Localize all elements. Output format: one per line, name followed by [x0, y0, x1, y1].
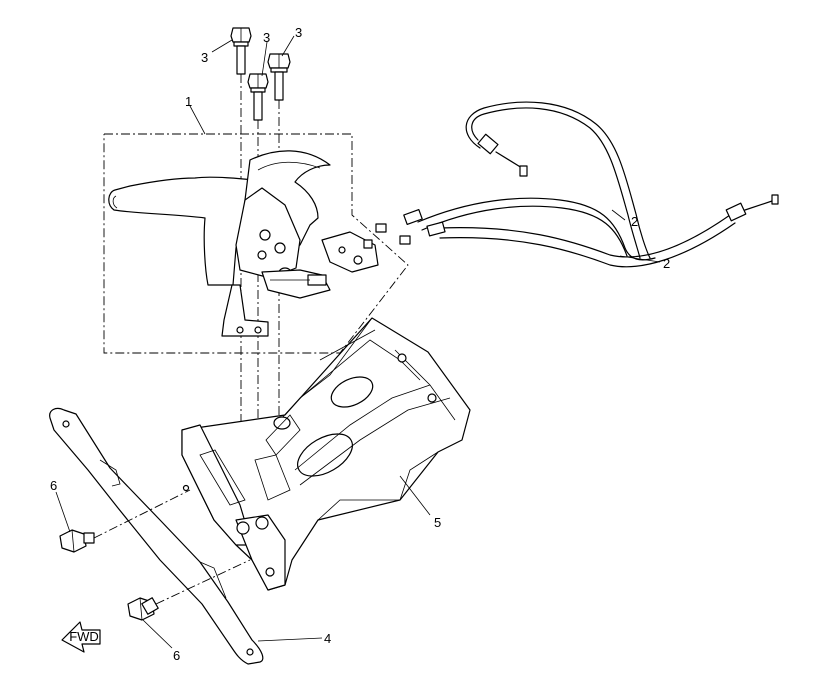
callout-6-upper: 6: [50, 478, 57, 493]
callout-1: 1: [185, 94, 192, 109]
fastener-center-line-upper: [93, 489, 191, 539]
fwd-label: FWD: [69, 629, 99, 644]
callout-3-right: 3: [295, 25, 302, 40]
bolt-left: [230, 27, 252, 75]
bolt-center: [247, 73, 269, 121]
callout-4: 4: [324, 631, 331, 646]
forward-direction-arrow: FWD: [61, 621, 101, 653]
bolt-right: [267, 53, 291, 101]
brake-cables: [375, 101, 779, 268]
callout-2-lower: 2: [663, 256, 670, 271]
callout-6-lower: 6: [173, 648, 180, 663]
mounting-bracket: [181, 317, 471, 591]
fastener-center-line-lower: [155, 559, 251, 605]
callout-5: 5: [434, 515, 441, 530]
callout-2-upper: 2: [631, 214, 638, 229]
flange-nut-upper: [59, 529, 95, 553]
callout-leaders: [55, 35, 661, 649]
callout-3-left: 3: [201, 50, 208, 65]
lever-assembly-boundary: [103, 133, 409, 354]
long-plate: [49, 407, 264, 665]
handbrake-lever: [108, 150, 379, 337]
flange-nut-lower: [127, 597, 159, 621]
callout-3-center: 3: [263, 30, 270, 45]
